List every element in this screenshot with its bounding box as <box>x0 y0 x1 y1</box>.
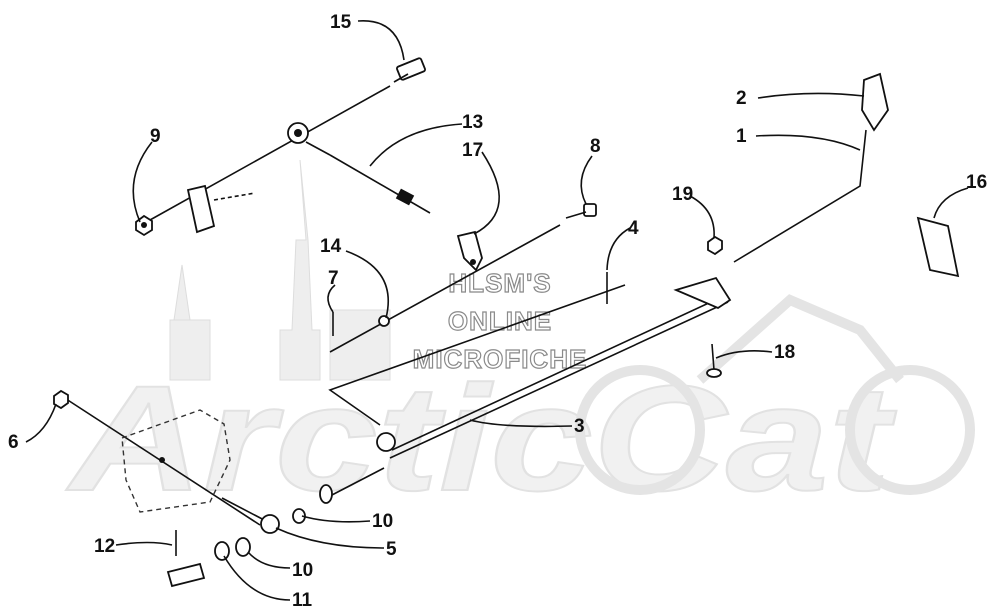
callout-14: 14 <box>320 236 342 257</box>
callout-7: 7 <box>328 268 339 289</box>
linkage-rod-part-13 <box>287 122 431 214</box>
callout-13: 13 <box>462 112 483 133</box>
handle-grip-part-2 <box>861 72 889 132</box>
bracket-part <box>186 184 256 234</box>
watermark-line-1: HLSM'S <box>448 268 551 298</box>
callout-12: 12 <box>94 536 115 557</box>
shift-rod-part-3 <box>319 276 732 504</box>
leader-lines <box>25 20 969 601</box>
washer-part-10b <box>235 537 251 557</box>
pad-part-16 <box>916 216 960 278</box>
callout-9: 9 <box>150 126 161 147</box>
callout-8: 8 <box>590 136 601 157</box>
callout-11: 11 <box>292 590 313 611</box>
callout-labels: 15 9 13 17 8 2 1 19 4 16 14 7 18 6 3 10 … <box>8 12 987 611</box>
nut-part-6 <box>53 389 69 410</box>
callout-17: 17 <box>462 140 483 161</box>
callout-4: 4 <box>628 218 639 239</box>
motorcycle-watermark <box>575 294 975 495</box>
callout-10a: 10 <box>372 511 393 532</box>
callout-16: 16 <box>966 172 987 193</box>
callout-10b: 10 <box>292 560 313 581</box>
callout-1: 1 <box>736 126 747 147</box>
callout-15: 15 <box>330 12 352 33</box>
callout-19: 19 <box>672 184 693 205</box>
callout-6: 6 <box>8 432 19 453</box>
watermark-line-3: MICROFICHE <box>413 344 588 374</box>
background-watermark: ArcticCat HLSM'S ONLINE MICROFICHE <box>64 159 975 523</box>
nut-part-19 <box>707 235 723 256</box>
bolt-part-18 <box>706 343 722 378</box>
callout-18: 18 <box>774 342 795 363</box>
bolt-part-8 <box>565 203 597 219</box>
rod-end-part-5 <box>221 497 280 534</box>
washer-part-11 <box>214 541 230 561</box>
callout-5: 5 <box>386 539 397 560</box>
pin-part-12 <box>166 530 206 588</box>
bolt-part-15 <box>393 57 426 83</box>
callout-2: 2 <box>736 88 747 109</box>
washer-part-14 <box>378 315 390 327</box>
console-panel <box>121 409 231 513</box>
clip-part-17 <box>456 230 483 272</box>
watermark-line-2: ONLINE <box>448 306 552 336</box>
brand-watermark: ArcticCat <box>65 354 897 522</box>
shift-lever-part-1 <box>733 129 867 263</box>
callout-3: 3 <box>574 416 585 437</box>
